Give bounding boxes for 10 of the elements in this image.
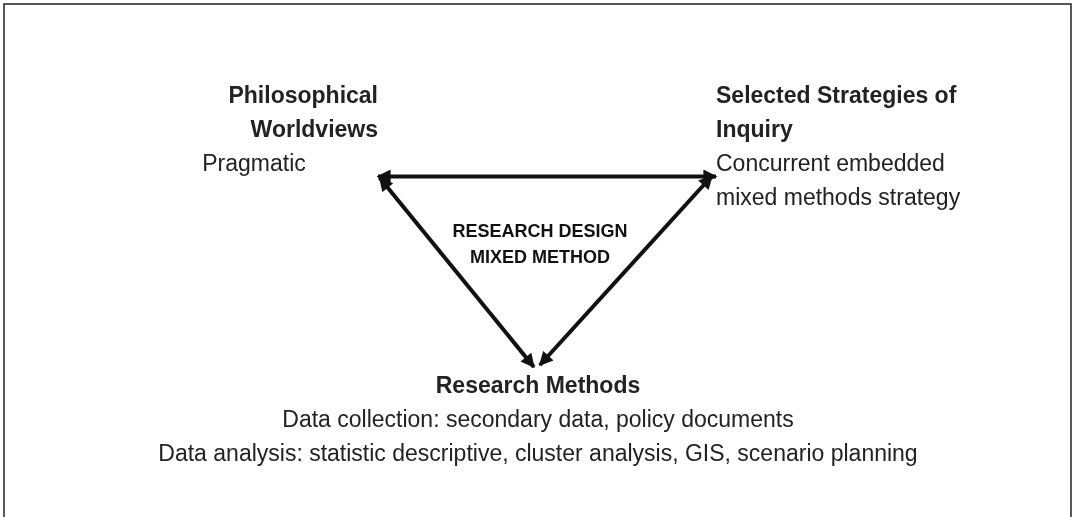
- double-arrow: [378, 176, 536, 369]
- node-text: Data analysis: statistic descriptive, cluster analysis, GIS, scenario planning: [157, 439, 919, 468]
- node-heading: Philosophical Worldviews: [227, 81, 378, 144]
- node-heading: Research Methods: [434, 371, 642, 400]
- node-heading: Selected Strategies of Inquiry: [716, 81, 958, 144]
- node-text: Concurrent embedded mixed methods strategy: [716, 149, 962, 212]
- node-text: Pragmatic: [201, 149, 307, 178]
- node-text: Data collection: secondary data, policy documents: [281, 405, 795, 434]
- center-label: RESEARCH DESIGN MIXED METHOD: [451, 220, 629, 269]
- double-arrow: [376, 169, 718, 184]
